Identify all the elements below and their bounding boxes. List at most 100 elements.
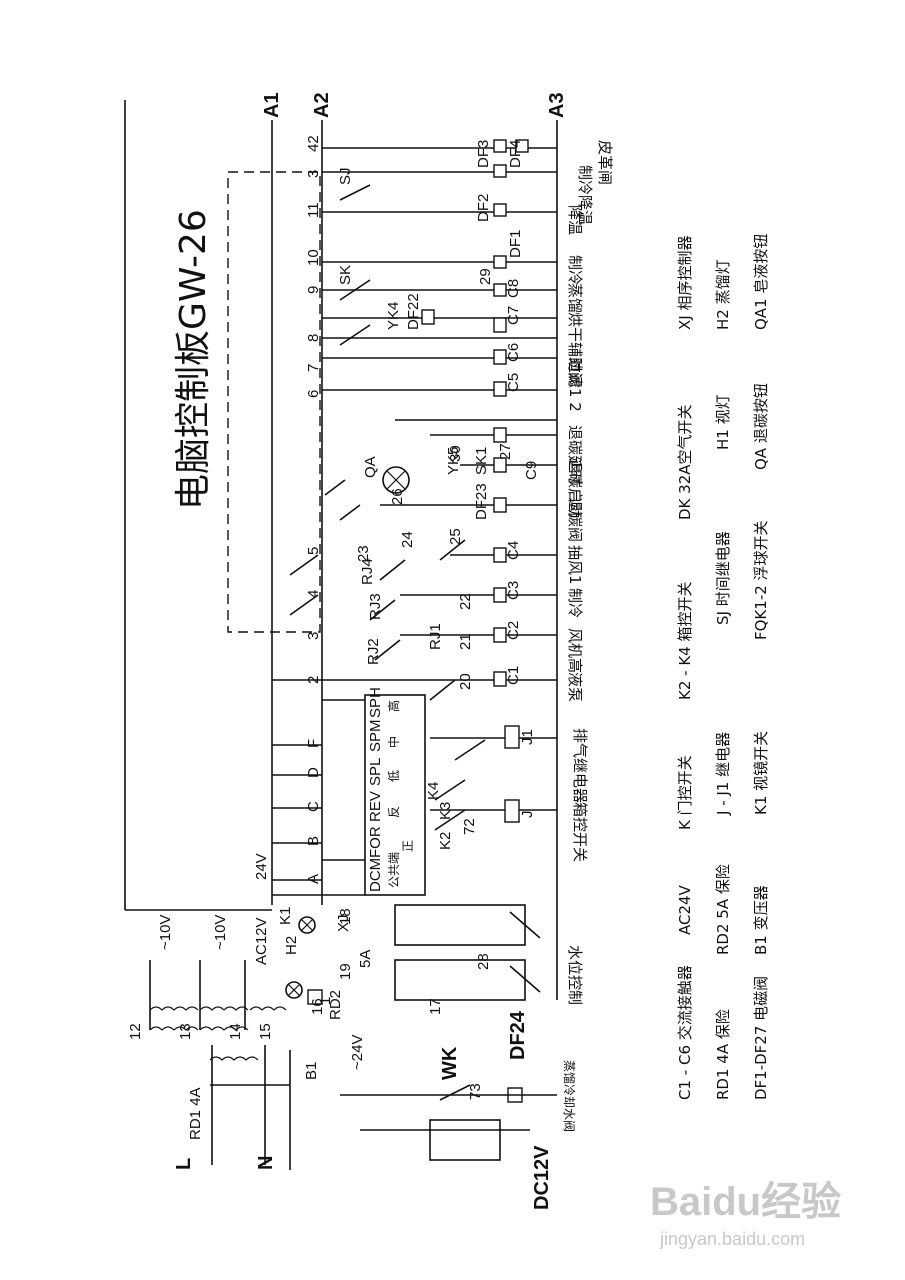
terminal-f: F xyxy=(305,739,322,748)
controller-pin-block xyxy=(364,694,426,896)
load-zheng-liu: 蒸馏 xyxy=(566,283,584,313)
bus-label-a3: A3 xyxy=(546,92,568,118)
load-labels: 皮革闸 制冷降温 降温 制冷 蒸馏 烘干辅助阀 过滤1 2 退碳延时 退碳启动 … xyxy=(562,140,614,1132)
coil-j1 xyxy=(504,725,520,749)
coil-c5 xyxy=(493,381,507,397)
legend-row3-1: DF1-DF27 电磁阀 xyxy=(752,976,770,1100)
component-label-c4-15: C4 xyxy=(505,541,522,560)
load-ye-beng: 液泵 xyxy=(566,672,584,702)
terminal-a: A xyxy=(305,874,322,884)
lamps xyxy=(285,466,410,999)
pin-for: FOR xyxy=(367,826,384,858)
legend-row2-6: H2 蒸馏灯 xyxy=(714,259,732,330)
coil-df2 xyxy=(493,203,507,217)
node-number-73-20: 73 xyxy=(467,1083,484,1100)
component-label-k1-27: K1 xyxy=(277,907,294,925)
terminal-4: 4 xyxy=(305,590,322,598)
load-pi-ge-zha: 皮革闸 xyxy=(596,140,614,185)
controller-pins: DCM FOR REV SPL SPM SPH 公共端 正 反 低 中 高 xyxy=(367,687,415,892)
node-number-17-5: 17 xyxy=(427,998,444,1015)
load-feng-ji-gao: 风机高 xyxy=(566,628,584,673)
node-number-12-0: 12 xyxy=(127,1023,144,1040)
legend-row1-5: DK 32A空气开关 xyxy=(676,404,694,520)
coil-j xyxy=(504,799,520,823)
legend-row2-2: RD2 5A 保险 xyxy=(714,864,732,955)
pin-note-sph: 高 xyxy=(386,700,401,712)
legend-row2-4: SJ 时间继电器 xyxy=(714,531,732,625)
load-tui-tan-fa: 退碳阀 xyxy=(566,497,584,542)
load-pai-qi: 排气继电器 xyxy=(571,728,589,803)
component-label-rj4-24: RJ4 xyxy=(359,558,376,585)
rectifier-bridge xyxy=(429,1119,501,1161)
coil-c7 xyxy=(493,317,507,333)
load-zheng-liu-leng-que: 蒸馏冷却水阀 xyxy=(562,1060,576,1132)
label-b1: B1 xyxy=(303,1062,320,1080)
label-n: N xyxy=(255,1156,277,1170)
node-number-24-12: 24 xyxy=(399,531,416,548)
load-shui-wei: 水位控制 xyxy=(566,945,584,1005)
terminal-42: 42 xyxy=(305,135,322,152)
load-hong-gan: 烘干辅助阀 xyxy=(566,312,584,387)
coil-c2 xyxy=(493,627,507,643)
component-label-k3-29: K3 xyxy=(437,802,454,820)
load-guo-lv: 过滤1 2 xyxy=(566,358,584,412)
coil-df1 xyxy=(493,255,507,269)
legend-row3-6: QA1 皂液按钮 xyxy=(752,234,770,330)
component-label-c5-16: C5 xyxy=(505,373,522,392)
component-label-c3-14: C3 xyxy=(505,581,522,600)
component-label-c8-19: C8 xyxy=(505,279,522,298)
component-label-sk-7: SK xyxy=(337,265,354,285)
legend-row3-2: B1 变压器 xyxy=(752,885,770,955)
component-label-yk4-8: YK4 xyxy=(385,302,402,330)
terminal-b: B xyxy=(305,836,322,846)
label-rd1: RD1 4A xyxy=(187,1087,204,1140)
terminal-6: 6 xyxy=(305,390,322,398)
component-label-sj-6: SJ xyxy=(337,167,354,185)
component-label-sk1-10: SK1 xyxy=(473,447,490,475)
component-label-df4-1: DF4 xyxy=(507,140,524,168)
label-minus24: ~24V xyxy=(349,1035,366,1070)
label-24v: 24V xyxy=(253,853,270,880)
coil-rd2 xyxy=(307,989,323,1005)
pin-rev: REV xyxy=(367,791,384,822)
component-label-df23-5: DF23 xyxy=(473,483,490,520)
component-label-c9-20: C9 xyxy=(523,461,540,480)
terminal-3-top: 3 xyxy=(305,170,322,178)
node-number-23-11: 23 xyxy=(355,545,372,562)
coil-df4 xyxy=(515,139,529,153)
terminal-labels: 42 3 11 10 9 8 7 6 5 4 3 2 F D C B A xyxy=(305,135,322,884)
load-jiang-wen: 降温 xyxy=(566,205,584,235)
coil-c3 xyxy=(493,587,507,603)
terminal-10: 10 xyxy=(305,249,322,266)
float-switch-1-box xyxy=(394,904,526,946)
bus-lines xyxy=(124,100,558,1000)
component-label-df22-4: DF22 xyxy=(405,293,422,330)
load-chou-feng: 抽风1 xyxy=(566,545,584,585)
coil-c4 xyxy=(493,547,507,563)
bus-label-a1: A1 xyxy=(261,92,283,118)
component-label-h2-31: H2 xyxy=(283,936,300,955)
coil-df3 xyxy=(493,139,507,153)
pin-note-for: 正 xyxy=(401,840,415,852)
node-number-20-8: 20 xyxy=(457,673,474,690)
rungs xyxy=(272,147,557,881)
terminal-8: 8 xyxy=(305,334,322,342)
node-number-22-10: 22 xyxy=(457,593,474,610)
lamp-qa xyxy=(382,466,410,494)
label-10v-1: ~10V xyxy=(157,915,174,950)
component-label-j-25: J xyxy=(519,811,536,819)
label-l: L xyxy=(173,1158,195,1170)
watermark: Baidu经验 jingyan.baidu.com xyxy=(650,1180,841,1249)
node-number-26-14: 26 xyxy=(389,488,406,505)
terminal-2: 2 xyxy=(305,676,322,684)
legend-row1-4: K2 - K4 箱控开关 xyxy=(676,582,694,700)
component-label-rd2-32: RD2 xyxy=(327,990,344,1020)
component-label-rj1-21: RJ1 xyxy=(427,623,444,650)
pin-note-spm: 中 xyxy=(386,736,401,748)
load-zhi-leng-jiang-wen: 制冷降温 xyxy=(576,165,594,225)
coil-df23 xyxy=(493,497,507,513)
component-label-df2-2: DF2 xyxy=(475,194,492,222)
node-number-28-16: 28 xyxy=(475,953,492,970)
component-label-df1-3: DF1 xyxy=(507,230,524,258)
